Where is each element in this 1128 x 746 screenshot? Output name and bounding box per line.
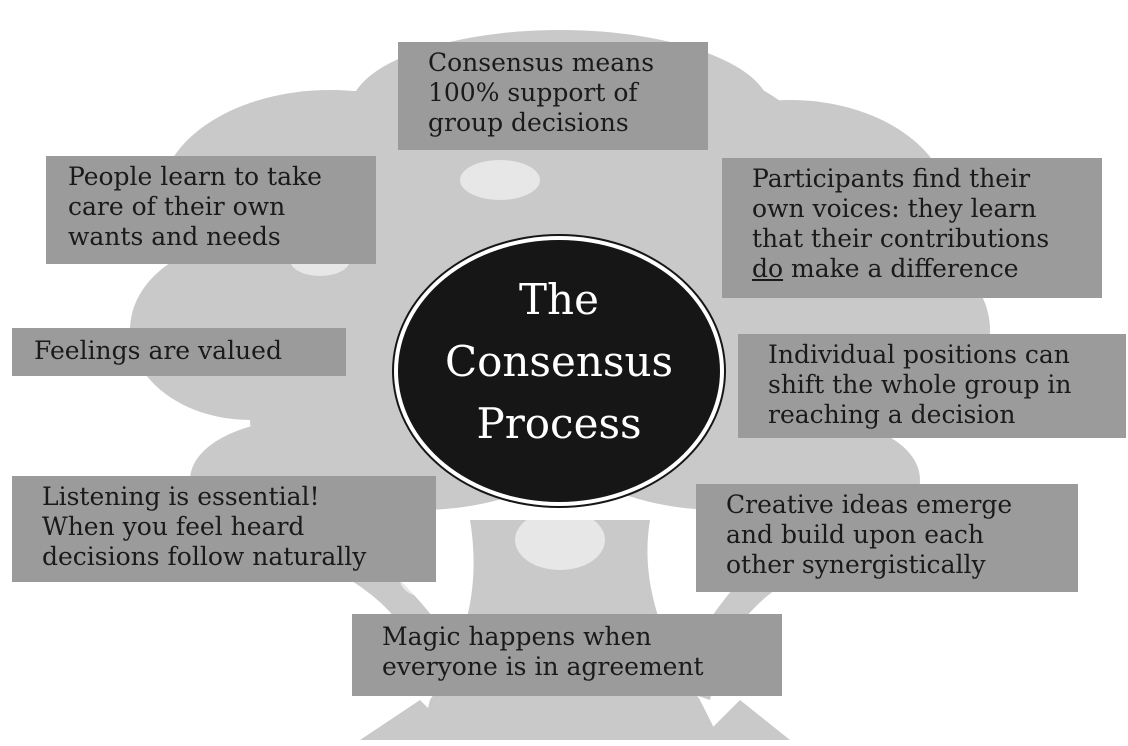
box-line: reaching a decision [768, 400, 1016, 429]
box-line: Consensus means [428, 48, 655, 77]
box-line: shift the whole group in [768, 370, 1072, 399]
box-line: other synergistically [726, 550, 986, 579]
box-line: do make a difference [752, 254, 1088, 284]
box-line: Participants find their [752, 164, 1031, 193]
box-line: group decisions [428, 108, 629, 137]
box-line: Feelings are valued [34, 336, 282, 365]
center-title-line: Process [476, 399, 642, 448]
center-title-line: The [519, 275, 599, 324]
box-line: decisions follow naturally [42, 542, 367, 571]
box-line: own voices: they learn [752, 194, 1037, 223]
box-line: that their contributions [752, 224, 1050, 253]
box-line: and build upon each [726, 520, 985, 549]
box-line: Magic happens when [382, 622, 652, 651]
magic-happens-box: Magic happens when everyone is in agreem… [352, 614, 782, 696]
creative-ideas-box: Creative ideas emerge and build upon eac… [696, 484, 1078, 592]
box-line: People learn to take [68, 162, 322, 191]
individual-positions-box: Individual positions can shift the whole… [738, 334, 1126, 438]
box-line: Individual positions can [768, 340, 1070, 369]
box-line: When you feel heard [42, 512, 305, 541]
participants-voices-box: Participants find their own voices: they… [722, 158, 1102, 298]
box-line: Listening is essential! [42, 482, 320, 511]
consensus-definition-box: Consensus means 100% support of group de… [398, 42, 708, 150]
emphasis-word: do [752, 254, 784, 283]
feelings-valued-box: Feelings are valued [12, 328, 346, 376]
box-line: Creative ideas emerge [726, 490, 1013, 519]
wants-and-needs-box: People learn to take care of their own w… [46, 156, 376, 264]
box-line-rest: make a difference [783, 254, 1019, 283]
center-title-line: Consensus [444, 337, 674, 386]
box-line: wants and needs [68, 222, 281, 251]
box-line: care of their own [68, 192, 286, 221]
box-line: 100% support of [428, 78, 638, 107]
listening-essential-box: Listening is essential! When you feel he… [12, 476, 436, 582]
box-line: everyone is in agreement [382, 652, 704, 681]
consensus-process-center: The Consensus Process [398, 240, 720, 502]
